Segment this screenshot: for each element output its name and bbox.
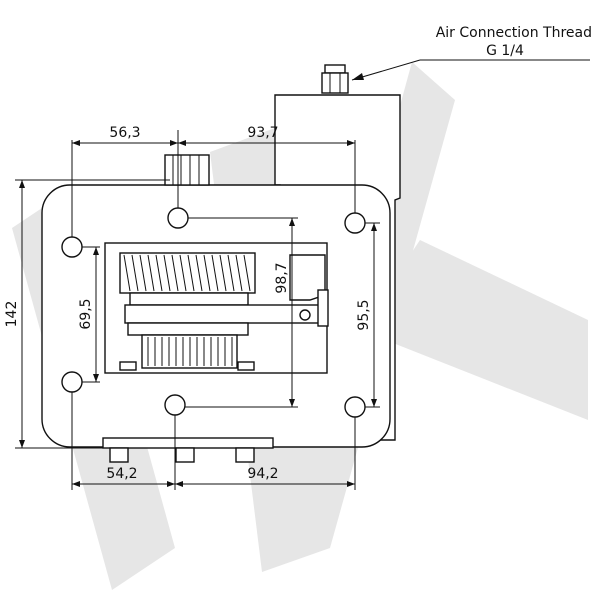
gear-tooth [171, 254, 179, 292]
gear-tooth [131, 254, 139, 292]
mounting-holes [61, 207, 366, 418]
air-connection-annotation: Air Connection Thread G 1/4 [351, 25, 592, 81]
gear-tooth [211, 254, 219, 292]
arrowhead [371, 223, 377, 231]
helical-gear-teeth [123, 254, 251, 292]
spur-gear [141, 334, 238, 369]
gear-tooth [243, 254, 251, 292]
arrowhead [289, 218, 295, 226]
gear-tooth [235, 254, 243, 292]
gear-tooth [219, 254, 227, 292]
helical-gear [119, 252, 256, 306]
air-fitting [321, 64, 349, 94]
dim-label-center: 98,7 [274, 262, 290, 293]
annotation-leader [351, 59, 421, 81]
annotation-arrowhead [352, 73, 364, 80]
dim-label-bottom-right: 94,2 [247, 466, 278, 482]
arrowhead [289, 399, 295, 407]
arrowhead [72, 481, 80, 487]
arrowhead [178, 140, 186, 146]
thread-size-label: G 1/4 [486, 43, 524, 59]
arrowhead [93, 247, 99, 255]
dim-label-bottom-left: 54,2 [106, 466, 137, 482]
arrowhead [19, 180, 25, 188]
base-flange [102, 437, 274, 449]
arrowhead [19, 440, 25, 448]
shaft-spline [164, 154, 210, 186]
bolt-head [175, 447, 195, 463]
dim-label-overall-height: 142 [4, 301, 20, 328]
spur-gear-teeth [147, 337, 233, 366]
mounting-hole [61, 371, 83, 393]
bolt-head [109, 447, 129, 463]
arrowhead [347, 481, 355, 487]
fitting-cap [324, 64, 346, 74]
arrowhead [72, 140, 80, 146]
arrowhead [170, 140, 178, 146]
gear-tooth [155, 254, 163, 292]
bottom-base [102, 437, 274, 463]
arrowhead [167, 481, 175, 487]
mounting-hole [164, 394, 186, 416]
lever-pin [317, 289, 329, 327]
base-block [119, 361, 137, 371]
dimension-labels: 56,3 93,7 142 69,5 98,7 95,5 54,2 94,2 [4, 125, 372, 482]
main-shaft [124, 304, 326, 324]
gear-tooth [139, 254, 147, 292]
air-connection-label: Air Connection Thread [436, 25, 592, 41]
dimension-lines [15, 130, 380, 490]
base-block [237, 361, 255, 371]
mounting-hole [167, 207, 189, 229]
mounting-hole [344, 396, 366, 418]
mounting-hole [344, 212, 366, 234]
gear-tooth [187, 254, 195, 292]
arrowhead [347, 140, 355, 146]
dim-label-top-right: 93,7 [247, 125, 278, 141]
fitting-body [321, 72, 349, 94]
gear-tooth [227, 254, 235, 292]
dim-label-top-left: 56,3 [109, 125, 140, 141]
top-shaft [164, 154, 210, 186]
gear-hub-upper [129, 292, 249, 306]
watermark-stroke-right [360, 240, 588, 420]
arrowhead [93, 374, 99, 382]
lever-hole [299, 309, 311, 321]
dim-label-left-inner: 69,5 [78, 298, 94, 329]
arrowhead [175, 481, 183, 487]
gear-tooth [179, 254, 187, 292]
gear-tooth [163, 254, 171, 292]
gear-tooth [147, 254, 155, 292]
gear-tooth [195, 254, 203, 292]
arrowhead [371, 399, 377, 407]
mounting-hole [61, 236, 83, 258]
gear-tooth [123, 254, 131, 292]
bolt-head [235, 447, 255, 463]
lever-arm [289, 254, 329, 327]
gear-tooth [203, 254, 211, 292]
dim-label-right: 95,5 [356, 299, 372, 330]
gear-hub-lower [127, 322, 249, 336]
